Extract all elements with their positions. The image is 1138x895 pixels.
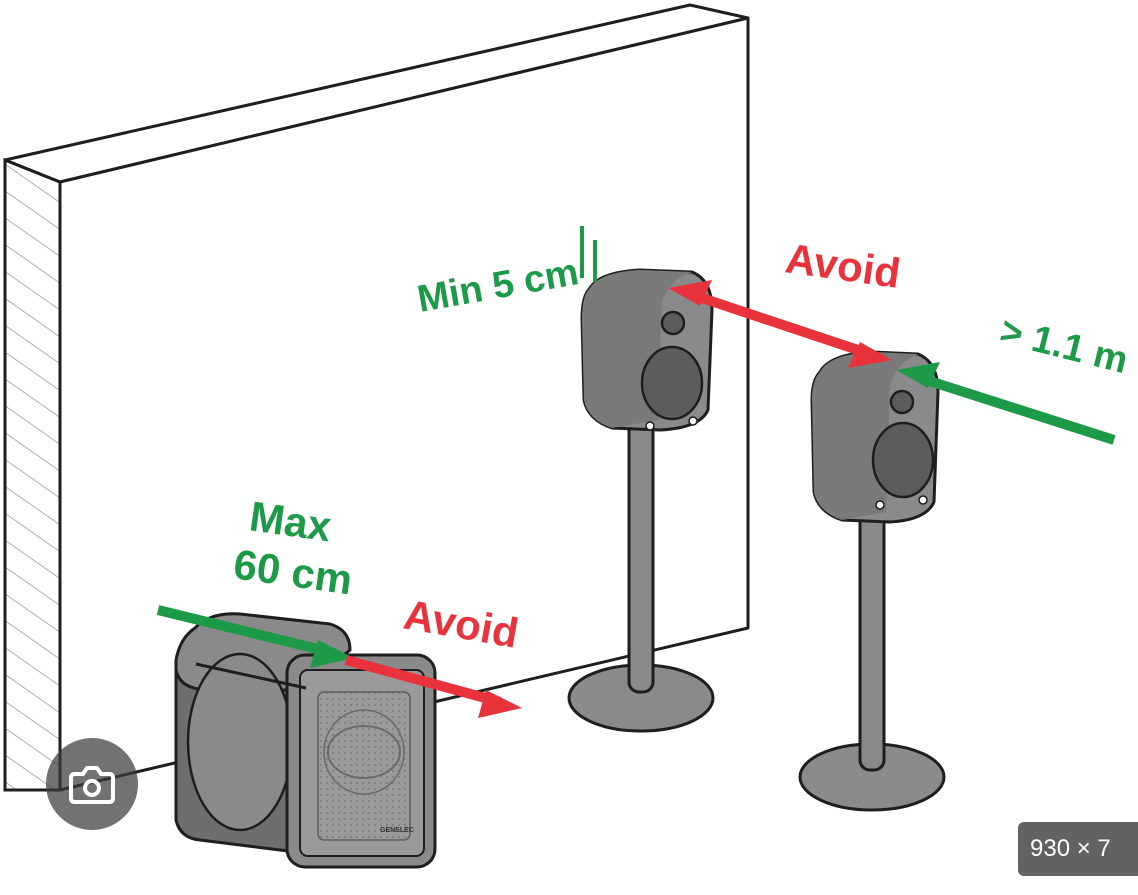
- camera-lens-icon: [69, 766, 115, 804]
- wall: [3, 3, 750, 792]
- tweeter-left: [660, 310, 686, 336]
- woofer-left: [640, 345, 704, 421]
- subwoofer: GENELEC: [174, 612, 437, 869]
- stand-pole-right: [858, 510, 886, 772]
- subwoofer-brand-mark: GENELEC: [380, 827, 414, 834]
- woofer-right: [871, 421, 935, 499]
- min-distance-marker: [580, 226, 597, 282]
- label-max-line1: Max: [247, 492, 335, 550]
- wall-front-face: [58, 16, 750, 792]
- wall-side-hatched: [3, 157, 62, 792]
- arrow-avoid-between-speakers: [668, 280, 892, 368]
- visual-search-button[interactable]: [46, 738, 138, 830]
- label-greater-distance: > 1.1 m: [996, 310, 1132, 382]
- arrow-distance-listener: [896, 362, 1116, 445]
- tweeter-right: [889, 389, 915, 415]
- stand-pole-left: [627, 418, 655, 694]
- arrow-max-subwoofer: [156, 605, 354, 668]
- subwoofer-grille: [317, 691, 411, 841]
- speaker-stand-right: [798, 510, 946, 812]
- monitor-speaker-right: [810, 350, 940, 524]
- placement-diagram: GENELEC Min 5 cm Avoid > 1.1 m Max 60 cm…: [3, 3, 1132, 869]
- image-size-badge: 930 × 7: [1018, 822, 1138, 876]
- monitor-speaker-left: [580, 268, 714, 432]
- arrow-avoid-subwoofer: [344, 655, 522, 718]
- label-avoid-top: Avoid: [783, 234, 904, 297]
